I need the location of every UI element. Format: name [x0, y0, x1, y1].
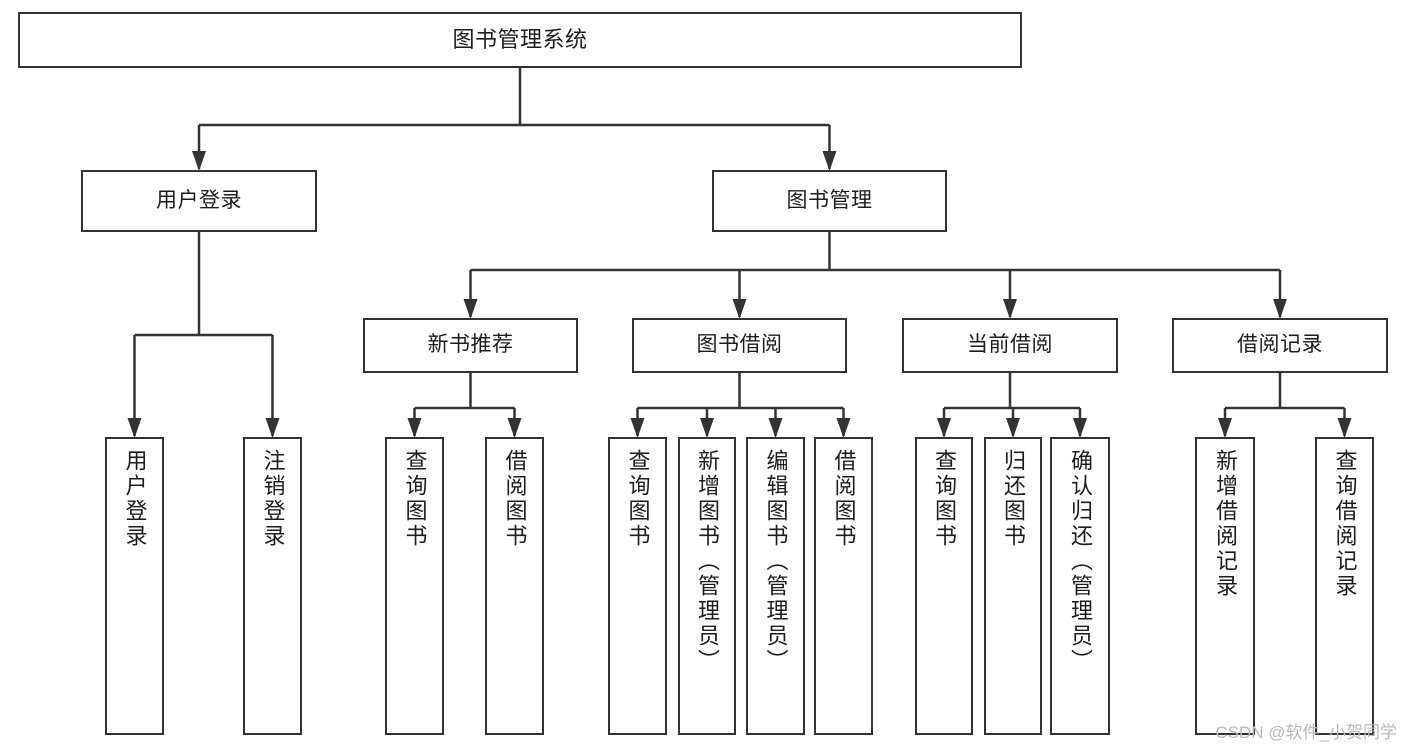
node-label: 当前借阅 — [967, 333, 1053, 357]
arrowhead — [732, 299, 747, 319]
node-label: 图书借阅 — [696, 333, 783, 357]
node-label: 借阅图书 — [502, 449, 528, 549]
node-label: 归还图书 — [1001, 449, 1026, 549]
node-label: 查询图书 — [625, 449, 651, 549]
node-newbook[interactable]: 新书推荐 — [363, 318, 578, 373]
arrowhead — [1073, 418, 1087, 438]
arrowhead — [1218, 418, 1232, 438]
node-label: 借阅记录 — [1237, 333, 1323, 357]
arrowhead — [700, 418, 714, 438]
node-leaf7[interactable]: 编辑图书（管理员） — [746, 437, 805, 735]
node-label: 图书管理系统 — [452, 27, 588, 53]
arrowhead — [265, 418, 280, 438]
node-label: 查询图书 — [402, 449, 428, 549]
node-leaf10[interactable]: 归还图书 — [984, 437, 1042, 735]
node-label: 用户登录 — [156, 188, 242, 212]
arrowhead — [937, 418, 951, 438]
node-label: 新书推荐 — [427, 333, 514, 357]
arrowhead — [1337, 418, 1352, 438]
node-label: 编辑图书（管理员） — [763, 449, 789, 674]
node-borrow[interactable]: 图书借阅 — [632, 318, 847, 373]
node-leaf12[interactable]: 新增借阅记录 — [1195, 437, 1255, 735]
node-leaf11[interactable]: 确认归还（管理员） — [1050, 437, 1110, 735]
node-label: 查询图书 — [932, 449, 957, 549]
node-leaf2[interactable]: 注销登录 — [243, 437, 302, 735]
node-label: 注销登录 — [260, 449, 286, 549]
node-records[interactable]: 借阅记录 — [1172, 318, 1388, 373]
node-leaf8[interactable]: 借阅图书 — [814, 437, 873, 735]
node-label: 图书管理 — [786, 188, 873, 212]
node-leaf6[interactable]: 新增图书（管理员） — [678, 437, 736, 735]
arrowhead — [1003, 299, 1017, 319]
node-login[interactable]: 用户登录 — [81, 170, 317, 232]
node-label: 借阅图书 — [831, 449, 857, 549]
node-label: 用户登录 — [122, 449, 148, 549]
node-current[interactable]: 当前借阅 — [902, 318, 1118, 373]
node-root[interactable]: 图书管理系统 — [18, 12, 1022, 68]
node-leaf3[interactable]: 查询图书 — [385, 437, 444, 735]
node-leaf1[interactable]: 用户登录 — [105, 437, 164, 735]
arrowhead — [822, 151, 837, 171]
node-bookmgmt[interactable]: 图书管理 — [712, 170, 947, 232]
arrowhead — [463, 299, 478, 319]
arrowhead — [630, 418, 645, 438]
node-leaf5[interactable]: 查询图书 — [608, 437, 667, 735]
arrowhead — [1273, 299, 1287, 319]
node-leaf4[interactable]: 借阅图书 — [485, 437, 544, 735]
node-leaf9[interactable]: 查询图书 — [915, 437, 973, 735]
arrowhead — [507, 418, 522, 438]
arrowhead — [1006, 418, 1020, 438]
arrowhead — [407, 418, 422, 438]
node-label: 新增借阅记录 — [1213, 449, 1238, 599]
watermark: CSDN @软件_小贺同学 — [1215, 723, 1397, 742]
arrowhead — [192, 151, 206, 171]
node-label: 新增图书（管理员） — [695, 449, 720, 674]
node-leaf13[interactable]: 查询借阅记录 — [1315, 437, 1374, 735]
node-label: 查询借阅记录 — [1332, 449, 1358, 599]
arrowhead — [836, 418, 851, 438]
arrowhead — [127, 418, 142, 438]
node-label: 确认归还（管理员） — [1068, 449, 1093, 674]
arrowhead — [768, 418, 783, 438]
